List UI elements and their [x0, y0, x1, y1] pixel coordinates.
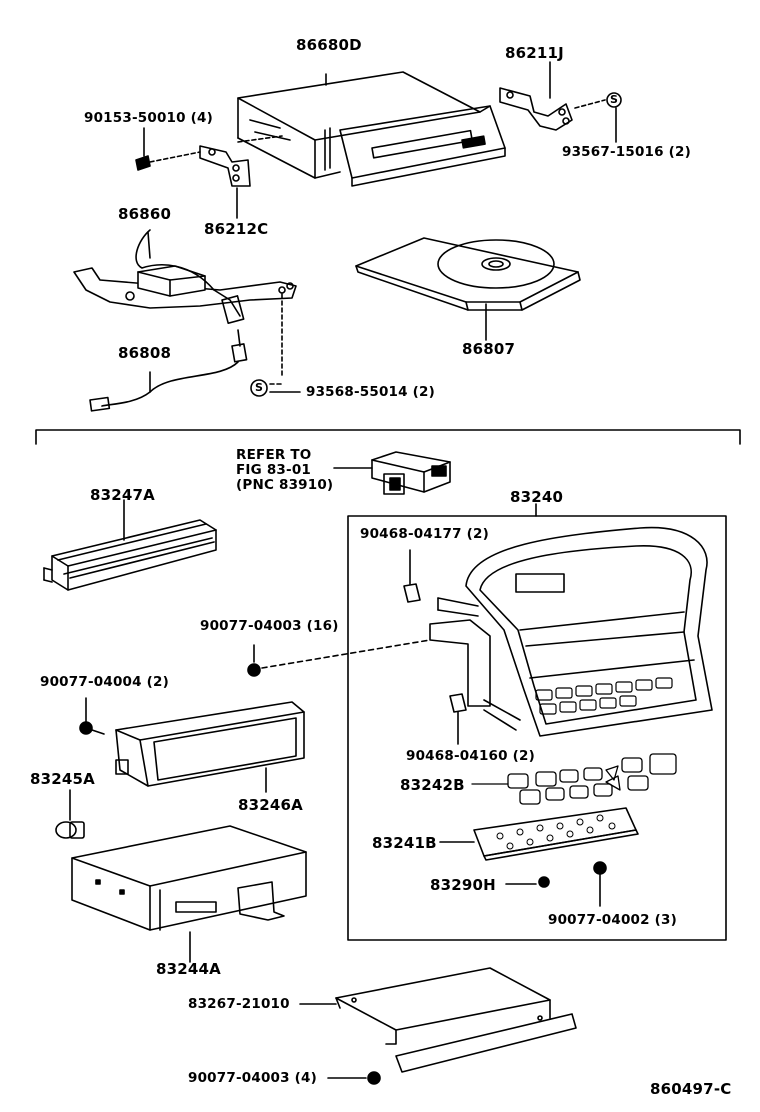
label-83240: 83240 [510, 488, 564, 506]
label-90153-50010: 90153-50010 (4) [84, 110, 213, 126]
part-83246A-drawing [115, 701, 305, 793]
label-93568-55014: 93568-55014 (2) [306, 384, 435, 400]
s-mark-93568-circle [250, 379, 268, 397]
label-90077-04004: 90077-04004 (2) [40, 674, 169, 690]
label-90077-04002: 90077-04002 (3) [548, 912, 677, 928]
part-83910-switch-drawing [333, 451, 451, 495]
part-83240-bezel-drawing [429, 526, 713, 737]
figure-id: 860497-C [650, 1080, 732, 1098]
label-83267-21010: 83267-21010 [188, 996, 290, 1012]
label-83242B: 83242B [400, 776, 465, 794]
label-86808: 86808 [118, 344, 172, 362]
label-86211J: 86211J [505, 44, 564, 62]
label-83246A: 83246A [238, 796, 303, 814]
screw-90077-04003-4-drawing [327, 1071, 381, 1085]
label-90077-04003-16: 90077-04003 (16) [200, 618, 339, 634]
part-83247A-drawing [43, 499, 217, 591]
label-93567-15016: 93567-15016 (2) [562, 144, 691, 160]
label-83244A: 83244A [156, 960, 221, 978]
screw-90077-04003-16-drawing [247, 639, 431, 677]
part-83242B-drawing [471, 753, 677, 805]
label-83247A: 83247A [90, 486, 155, 504]
part-83241B-drawing [439, 807, 639, 861]
group-83240-box [347, 515, 727, 941]
label-86680D: 86680D [296, 36, 362, 54]
refer-note-line1: REFER TO [236, 447, 312, 463]
part-83267-drawing [299, 967, 577, 1073]
s-mark-93568: S [255, 381, 264, 394]
part-86680D-drawing [237, 71, 506, 187]
bezel-buttons [535, 677, 673, 715]
section-divider [35, 429, 741, 445]
label-83245A: 83245A [30, 770, 95, 788]
refer-note-line2: FIG 83-01 [236, 462, 312, 478]
label-86212C: 86212C [204, 220, 269, 238]
part-86807-drawing [355, 237, 581, 341]
label-83241B: 83241B [372, 834, 437, 852]
label-90468-04160: 90468-04160 (2) [406, 748, 535, 764]
refer-note-line3: (PNC 83910) [236, 477, 334, 493]
label-86807: 86807 [462, 340, 516, 358]
s-mark-93567: S [610, 93, 619, 106]
part-83244A-drawing [71, 825, 307, 963]
screw-90077-04002-drawing [593, 861, 607, 907]
label-90077-04003-4: 90077-04003 (4) [188, 1070, 317, 1086]
part-83245A-drawing [55, 789, 85, 839]
screw-90077-04004-drawing [79, 697, 105, 735]
part-86212C-drawing [135, 127, 283, 219]
part-86860-drawing [73, 229, 297, 385]
part-86808-drawing [89, 329, 248, 412]
label-90468-04177: 90468-04177 (2) [360, 526, 489, 542]
label-83290H: 83290H [430, 876, 496, 894]
clip-90468-04177-drawing [403, 549, 421, 603]
part-86211J-drawing [499, 61, 622, 143]
clip-90468-04160-drawing [449, 693, 467, 745]
part-83290H-drawing [505, 876, 550, 888]
label-86860: 86860 [118, 205, 172, 223]
